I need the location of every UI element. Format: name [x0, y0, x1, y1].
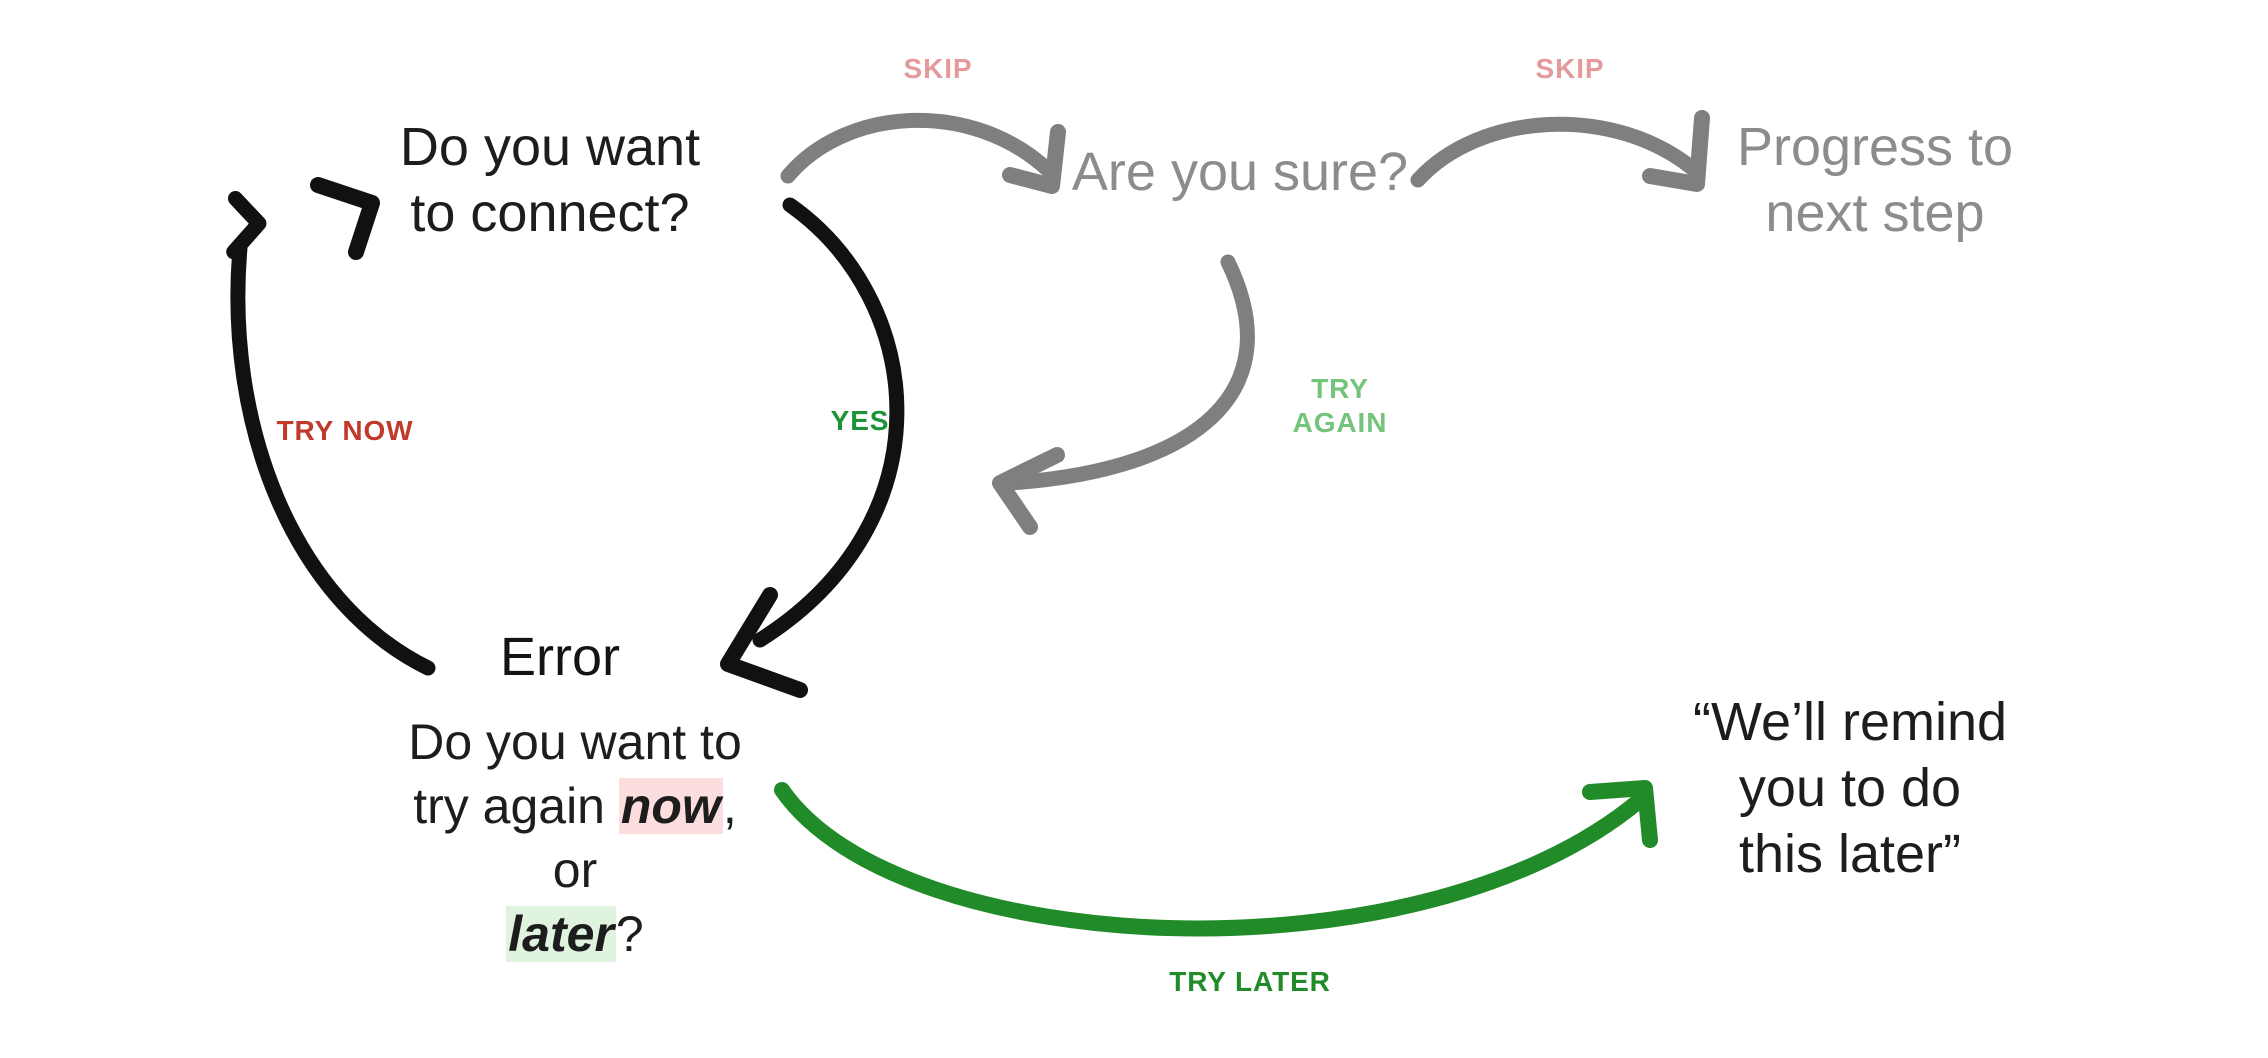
error-body-suffix: ? — [615, 906, 644, 962]
node-remind-later: “We’ll remind you to do this later” — [1692, 692, 2008, 884]
arrow-yes — [720, 197, 905, 698]
arrow-try-later — [774, 780, 1658, 937]
edge-label-yes: YES — [830, 405, 890, 436]
node-error-heading: Error — [500, 627, 620, 687]
node-connect-prompt: Do you want to connect? — [399, 117, 701, 243]
node-error-body: Do you want to try again now, or later? — [390, 710, 760, 966]
error-body-now: now — [618, 778, 723, 834]
edge-label-try-again: TRY AGAIN — [1292, 373, 1388, 438]
arrow-skip-1 — [780, 112, 1066, 194]
edge-label-try-later: TRY LATER — [1169, 966, 1331, 997]
edge-label-skip-1: SKIP — [903, 53, 973, 84]
edge-label-try-now: TRY NOW — [276, 415, 414, 446]
error-body-prefix: Do you want to try again — [408, 714, 742, 834]
edge-label-skip-2: SKIP — [1535, 53, 1605, 84]
node-progress-next-step: Progress to next step — [1736, 117, 2014, 243]
arrow-skip-2 — [1410, 110, 1710, 192]
arrow-try-again — [992, 254, 1255, 535]
error-body-later: later — [506, 906, 616, 962]
node-are-you-sure: Are you sure? — [1071, 142, 1409, 202]
error-body-middle: , or — [552, 778, 737, 898]
